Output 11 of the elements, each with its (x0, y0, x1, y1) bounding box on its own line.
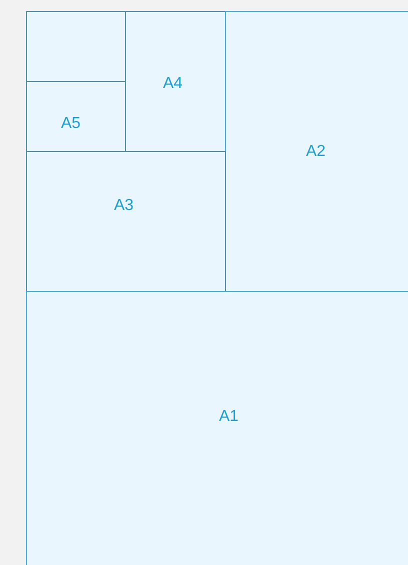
paper-size-box (225, 11, 408, 292)
size-label: A5 (61, 116, 81, 132)
paper-size-box (26, 291, 408, 565)
paper-size-box (26, 151, 226, 292)
size-label: A4 (163, 76, 183, 92)
size-label: A1 (219, 409, 239, 425)
paper-size-box (125, 11, 226, 152)
paper-size-box (26, 11, 126, 82)
size-label: A2 (306, 144, 326, 160)
size-label: A3 (114, 198, 134, 214)
paper-size-box (26, 81, 126, 152)
